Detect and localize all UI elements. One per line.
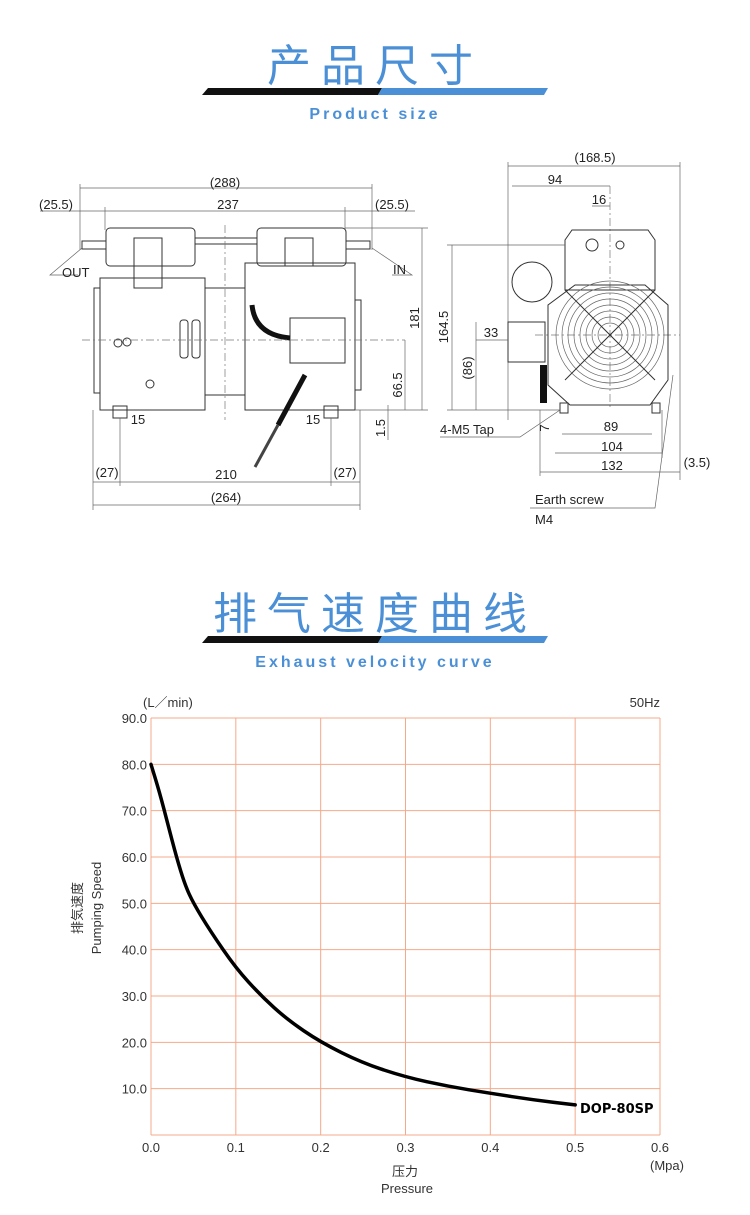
series-label: DOP-80SP	[580, 1102, 654, 1117]
x-tick-label: 0.1	[227, 1140, 245, 1155]
fan-ring	[555, 280, 665, 390]
y-tick-label: 70.0	[122, 804, 147, 819]
y-tick-label: 10.0	[122, 1082, 147, 1097]
y-unit-label: (L／min)	[143, 695, 193, 710]
dim-block-width: 33	[484, 325, 498, 340]
dim-total-height: 164.5	[436, 311, 451, 344]
y-tick-label: 20.0	[122, 1035, 147, 1050]
chart-ticks: 0.0 0.1 0.2 0.3 0.4 0.5 0.6 10.0 20.0 30.0 40.0 50.…	[122, 711, 669, 1155]
section-title-product-size: 产品尺寸	[267, 41, 483, 92]
frequency-label: 50Hz	[630, 695, 660, 710]
x-tick-label: 0.5	[566, 1140, 584, 1155]
y-tick-label: 80.0	[122, 757, 147, 772]
dim-overall-width: (288)	[210, 175, 240, 190]
side-view: (168.5) 94 16 33 (86) 164.5 4-M5 Tap 7 8…	[436, 150, 710, 527]
header-bar-blue	[378, 88, 548, 95]
label-in: IN	[393, 262, 406, 277]
dim-height: 181	[407, 307, 422, 329]
fan-ring	[567, 292, 653, 378]
header-bar-dark-2	[202, 636, 382, 643]
chart-grid	[150, 717, 661, 1136]
dim-base-width: 132	[601, 458, 623, 473]
y-tick-label: 40.0	[122, 943, 147, 958]
label-earth-screw: Earth screw	[535, 492, 604, 507]
section-subtitle-exhaust-curve: Exhaust velocity curve	[255, 654, 495, 671]
label-tap: 4-M5 Tap	[440, 422, 494, 437]
dim-foot-right: 15	[306, 412, 320, 427]
dim-base-total: (264)	[211, 490, 241, 505]
fan-ring	[585, 310, 635, 360]
y-tick-label: 60.0	[122, 850, 147, 865]
dim-right-offset: (25.5)	[375, 197, 409, 212]
x-tick-label: 0.0	[142, 1140, 160, 1155]
x-tick-label: 0.6	[651, 1140, 669, 1155]
y-tick-label: 50.0	[122, 896, 147, 911]
y-tick-label: 30.0	[122, 989, 147, 1004]
dim-tap-depth: 7	[537, 424, 552, 431]
dim-left-offset: (25.5)	[39, 197, 73, 212]
header-bar-dark	[202, 88, 382, 95]
dim-hole-span: 89	[604, 419, 618, 434]
x-tick-label: 0.3	[396, 1140, 414, 1155]
dim-foot-gap: 1.5	[373, 419, 388, 437]
y-axis-label-cn: 排気速度	[70, 882, 85, 934]
dim-block-height: (86)	[460, 356, 475, 379]
series-line-dop-80sp	[149, 762, 577, 1107]
dim-side-overall: (168.5)	[574, 150, 615, 165]
fan-ring	[561, 286, 659, 384]
front-view: (288) (25.5) 237 (25.5) OUT IN 181 66.5 …	[39, 175, 428, 510]
dimension-drawing: (288) (25.5) 237 (25.5) OUT IN 181 66.5 …	[39, 150, 710, 527]
dim-foot-left: 15	[131, 412, 145, 427]
dim-body-width: 237	[217, 197, 239, 212]
fan-ring	[573, 298, 647, 372]
section-title-exhaust-curve: 排气速度曲线	[213, 589, 537, 640]
y-tick-label: 90.0	[122, 711, 147, 726]
section-subtitle-product-size: Product size	[309, 106, 441, 123]
dim-center-height: 66.5	[390, 372, 405, 397]
dim-foot-span: 104	[601, 439, 623, 454]
header-bar-blue-2	[378, 636, 548, 643]
label-earth-size: M4	[535, 512, 553, 527]
dim-base-span: 210	[215, 467, 237, 482]
x-tick-label: 0.2	[312, 1140, 330, 1155]
dim-port-offset: 16	[592, 192, 606, 207]
x-unit-label: (Mpa)	[650, 1158, 684, 1173]
fan-ring	[579, 304, 641, 366]
fan-ring	[591, 316, 629, 354]
fan-guard	[555, 280, 665, 390]
dim-edge-offset: (3.5)	[684, 455, 711, 470]
x-axis-label-cn: 压力	[392, 1164, 418, 1179]
label-out: OUT	[62, 265, 90, 280]
dim-base-left: (27)	[95, 465, 118, 480]
dim-base-right: (27)	[333, 465, 356, 480]
x-tick-label: 0.4	[481, 1140, 499, 1155]
y-axis-label: Pumping Speed	[89, 862, 104, 955]
x-axis-label: Pressure	[381, 1181, 433, 1196]
dim-to-center: 94	[548, 172, 562, 187]
fan-ring	[597, 322, 623, 348]
